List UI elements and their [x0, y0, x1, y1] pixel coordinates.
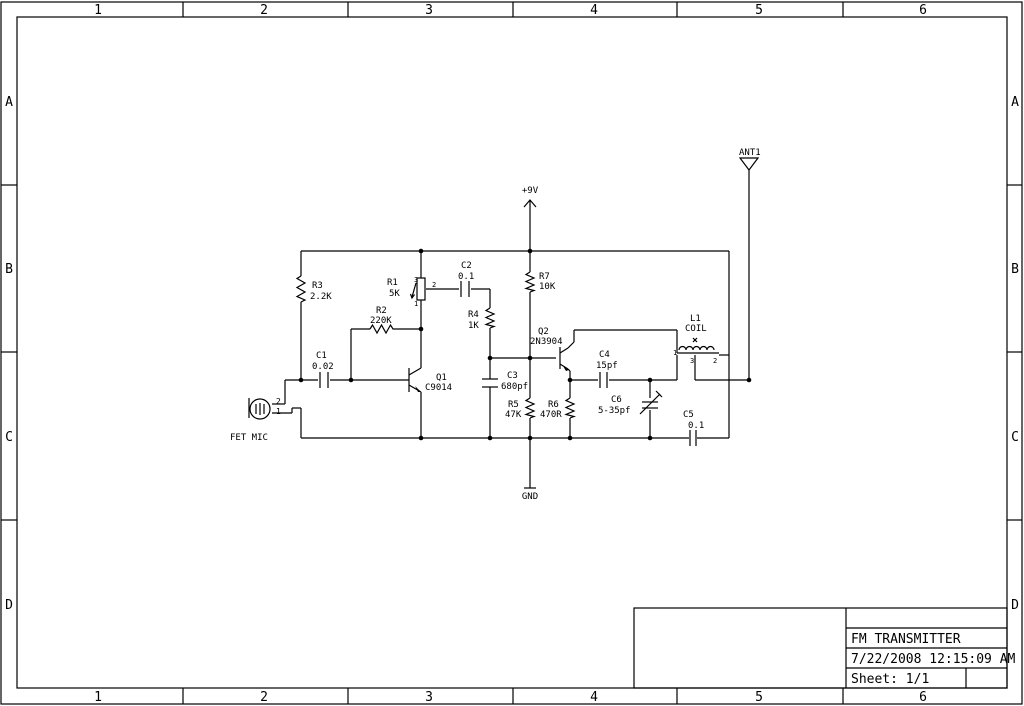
r1-value: 5K [389, 289, 400, 299]
q1-ref: Q1 [436, 373, 447, 383]
transistor-q1: Q1 C9014 [408, 367, 452, 393]
c4-value: 15pf [596, 361, 618, 371]
c2-value: 0.1 [458, 272, 474, 282]
row-label-left-b: B [5, 262, 13, 277]
capacitor-c5: C5 0.1 [683, 410, 704, 446]
wires [272, 170, 750, 488]
vcc-label: +9V [522, 186, 539, 196]
row-label-right-a: A [1011, 95, 1019, 110]
c1-ref: C1 [316, 351, 327, 361]
resistor-r4: R4 1K [468, 307, 497, 331]
resistor-r2: R2 220K [369, 306, 395, 335]
c2-ref: C2 [461, 261, 472, 271]
col-label-bottom-6: 6 [919, 690, 927, 705]
gnd-symbol: GND [522, 487, 538, 502]
c3-ref: C3 [507, 371, 518, 381]
col-label-top-1: 1 [94, 3, 102, 18]
resistor-r6: R6 470R [540, 397, 577, 420]
r1-ref: R1 [387, 278, 398, 288]
potentiometer-r1: R1 5K 3 1 2 [387, 276, 436, 308]
capacitor-c4: C4 15pf [596, 350, 618, 388]
capacitor-c1: C1 0.02 [312, 351, 334, 388]
r7-ref: R7 [539, 272, 550, 282]
r2-value: 220K [370, 316, 392, 326]
q1-value: C9014 [425, 383, 452, 393]
zone-labels: 1 2 3 4 5 6 1 2 3 4 5 6 A B C D A B C D [5, 3, 1019, 705]
antenna-ref: ANT1 [739, 148, 761, 158]
antenna: ANT1 [738, 148, 761, 171]
row-label-right-c: C [1011, 430, 1019, 445]
row-label-right-b: B [1011, 262, 1019, 277]
c5-ref: C5 [683, 410, 694, 420]
r3-value: 2.2K [310, 292, 332, 302]
col-label-top-2: 2 [260, 3, 268, 18]
col-label-bottom-5: 5 [755, 690, 763, 705]
col-label-top-4: 4 [590, 3, 598, 18]
vcc-symbol: +9V [522, 186, 539, 212]
l1-pin2: 2 [713, 357, 717, 365]
col-label-bottom-2: 2 [260, 690, 268, 705]
col-label-top-3: 3 [425, 3, 433, 18]
resistor-r7: R7 10K [524, 271, 556, 293]
r5-ref: R5 [508, 400, 519, 410]
mic-label: FET MIC [230, 433, 268, 443]
l1-value: COIL [685, 324, 707, 334]
title-block: FM TRANSMITTER 7/22/2008 12:15:09 AM She… [633, 607, 1016, 689]
r2-ref: R2 [376, 306, 387, 316]
r6-value: 470R [540, 410, 562, 420]
c3-value: 680pf [501, 382, 528, 392]
mic-pin2: 2 [276, 397, 281, 406]
capacitor-c2: C2 0.1 [458, 261, 474, 297]
r1-pin3: 3 [414, 276, 418, 284]
junctions [298, 248, 752, 441]
title-block-sheet: Sheet: 1/1 [851, 672, 929, 687]
r3-ref: R3 [312, 281, 323, 291]
title-block-datetime: 7/22/2008 12:15:09 AM [851, 652, 1016, 667]
transistor-q2: Q2 2N3904 [530, 327, 569, 371]
c6-ref: C6 [611, 395, 622, 405]
microphone: 2 1 FET MIC [230, 397, 281, 443]
r5-value: 47K [505, 410, 522, 420]
c1-value: 0.02 [312, 362, 334, 372]
col-label-top-6: 6 [919, 3, 927, 18]
q2-value: 2N3904 [530, 337, 563, 347]
q2-ref: Q2 [538, 327, 549, 337]
r6-ref: R6 [548, 400, 559, 410]
col-label-bottom-3: 3 [425, 690, 433, 705]
resistor-r5: R5 47K [505, 397, 537, 420]
c4-ref: C4 [599, 350, 610, 360]
capacitor-c3: C3 680pf [482, 371, 528, 392]
l1-ref: L1 [690, 314, 701, 324]
resistor-r3: R3 2.2K [295, 275, 332, 303]
l1-pin3: 3 [690, 357, 694, 365]
r7-value: 10K [539, 282, 556, 292]
capacitor-c6: C6 5-35pf [598, 390, 663, 416]
r4-ref: R4 [468, 310, 479, 320]
col-label-bottom-4: 4 [590, 690, 598, 705]
l1-pin1: 1 [673, 349, 677, 357]
r1-pin2: 2 [432, 281, 436, 289]
row-label-left-c: C [5, 430, 13, 445]
inductor-l1: L1 COIL 1 3 2 [673, 314, 719, 365]
row-label-right-d: D [1011, 598, 1019, 613]
r1-pin1: 1 [414, 300, 418, 308]
col-label-top-5: 5 [755, 3, 763, 18]
row-label-left-a: A [5, 95, 13, 110]
c5-value: 0.1 [688, 421, 704, 431]
gnd-label: GND [522, 492, 538, 502]
c6-value: 5-35pf [598, 406, 631, 416]
col-label-bottom-1: 1 [94, 690, 102, 705]
r4-value: 1K [468, 321, 479, 331]
title-block-title: FM TRANSMITTER [851, 632, 961, 647]
mic-pin1: 1 [276, 407, 281, 416]
row-label-left-d: D [5, 598, 13, 613]
